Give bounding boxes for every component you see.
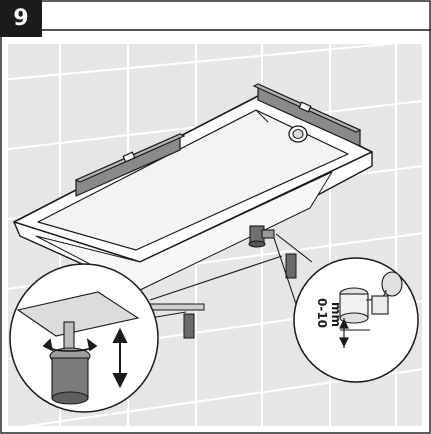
waste-height-callout: 0-10 mm — [293, 257, 419, 383]
callout-leader-lines — [149, 233, 313, 319]
height-dimension-icon — [339, 318, 349, 348]
adjust-rotate-arrow-icon — [42, 338, 98, 352]
up-down-arrow-icon — [112, 327, 128, 389]
dimension-unit: mm — [329, 302, 343, 327]
tub-feet — [147, 253, 297, 339]
dimension-value: 0-10 — [315, 298, 329, 328]
step-number: 9 — [13, 6, 29, 31]
waste-trap — [248, 225, 275, 248]
spirit-level-back — [252, 83, 362, 147]
spirit-level-front — [74, 133, 186, 197]
step-number-badge: 9 — [0, 0, 42, 37]
foot-adjustment-callout — [9, 263, 159, 413]
